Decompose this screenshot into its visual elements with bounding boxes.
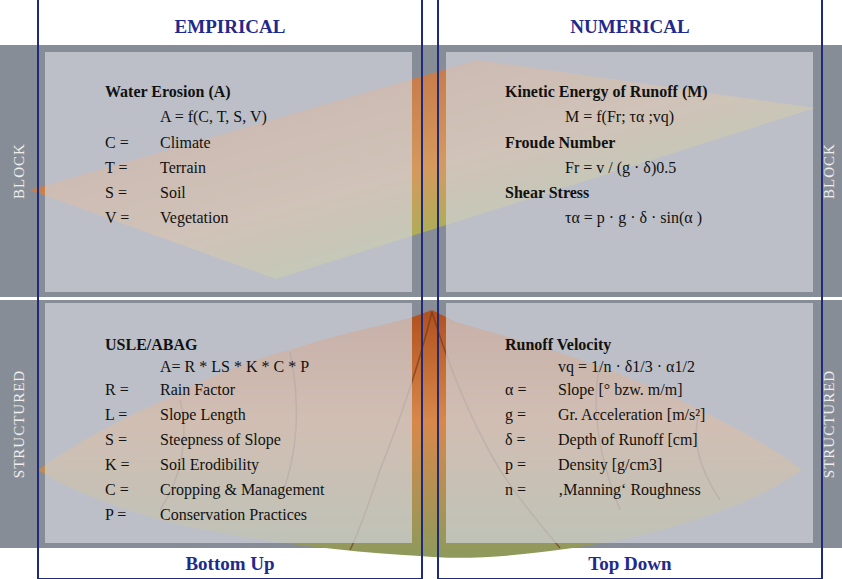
panel-text: Slope Length: [160, 405, 246, 425]
column-frame: EMPIRICAL Bottom Up Water Erosion (A) A = f…: [39, 0, 421, 578]
model-panel: USLE/ABAGA= R * LS * K * C * P R = Rain Fa…: [45, 303, 412, 543]
model-panel: Water Erosion (A) A = f(C, T, S, V) C = Cli…: [45, 52, 412, 292]
panel-text: Cropping & Management: [160, 480, 324, 500]
panel-text: Vegetation: [160, 208, 228, 228]
panel-text: Density [g/cm3]: [558, 455, 662, 475]
panel-text: Soil Erodibility: [160, 455, 259, 475]
panel-text: τα = p · g · δ · sin(α ): [565, 208, 702, 228]
panel-text: C =: [105, 480, 129, 500]
panel-text: vq = 1/n · δ1/3 · α1/2: [558, 357, 695, 377]
panel-text: T =: [105, 158, 128, 178]
panel-text: Climate: [160, 133, 211, 153]
panel-text: A= R * LS * K * C * P: [160, 357, 309, 377]
panel-text: Fr = v / (g · δ)0.5: [565, 158, 676, 178]
column-heading: Top Down: [588, 554, 671, 574]
panel-text: Gr. Acceleration [m/s²]: [558, 405, 705, 425]
panel-text: V =: [105, 208, 129, 228]
column-heading: NUMERICAL: [570, 17, 689, 37]
panel-text: p =: [505, 455, 526, 475]
panel-heading: Shear Stress: [505, 183, 589, 203]
band-label: STRUCTURED: [819, 370, 839, 478]
panel-text: P =: [105, 505, 126, 525]
band-label: BLOCK: [9, 143, 29, 199]
panel-heading: Kinetic Energy of Runoff (M): [505, 82, 708, 102]
panel-text: Terrain: [160, 158, 206, 178]
panel-text: L =: [105, 405, 127, 425]
panel-text: Conservation Practices: [160, 505, 307, 525]
block-band-fill: [0, 45, 842, 297]
panel-text: R =: [105, 380, 129, 400]
panel-text: S =: [105, 430, 127, 450]
panel-text: α =: [505, 380, 526, 400]
panel-text: Depth of Runoff [cm]: [558, 430, 698, 450]
panel-text: Rain Factor: [160, 380, 235, 400]
panel-text: g =: [505, 405, 526, 425]
model-panel: Runoff Velocityvq = 1/n · δ1/3 · α1/2 α =…: [446, 303, 813, 543]
panel-text: C =: [105, 133, 129, 153]
panel-text: Slope [° bzw. m/m]: [558, 380, 682, 400]
panel-text: δ =: [505, 430, 526, 450]
model-panel: Kinetic Energy of Runoff (M) M = f(Fr; τα…: [446, 52, 813, 292]
panel-heading: Runoff Velocity: [505, 335, 611, 355]
panel-text: M = f(Fr; τα ;vq): [565, 107, 674, 127]
band-label: BLOCK: [819, 143, 839, 199]
panel-text: n =: [505, 480, 526, 500]
panel-text: Steepness of Slope: [160, 430, 281, 450]
panel-text: K =: [105, 455, 130, 475]
panel-text: ‚Manning‘ Roughness: [558, 480, 701, 500]
panel-heading: Froude Number: [505, 133, 615, 153]
panel-heading: Water Erosion (A): [105, 82, 231, 102]
column-heading: Bottom Up: [185, 554, 274, 574]
panel-heading: USLE/ABAG: [105, 335, 197, 355]
column-frame: NUMERICAL Top Down Kinetic Energy of Runof…: [439, 0, 821, 578]
panel-text: Soil: [160, 183, 186, 203]
panel-text: S =: [105, 183, 127, 203]
band-label: STRUCTURED: [9, 370, 29, 478]
panel-text: A = f(C, T, S, V): [160, 107, 267, 127]
column-heading: EMPIRICAL: [175, 17, 286, 37]
